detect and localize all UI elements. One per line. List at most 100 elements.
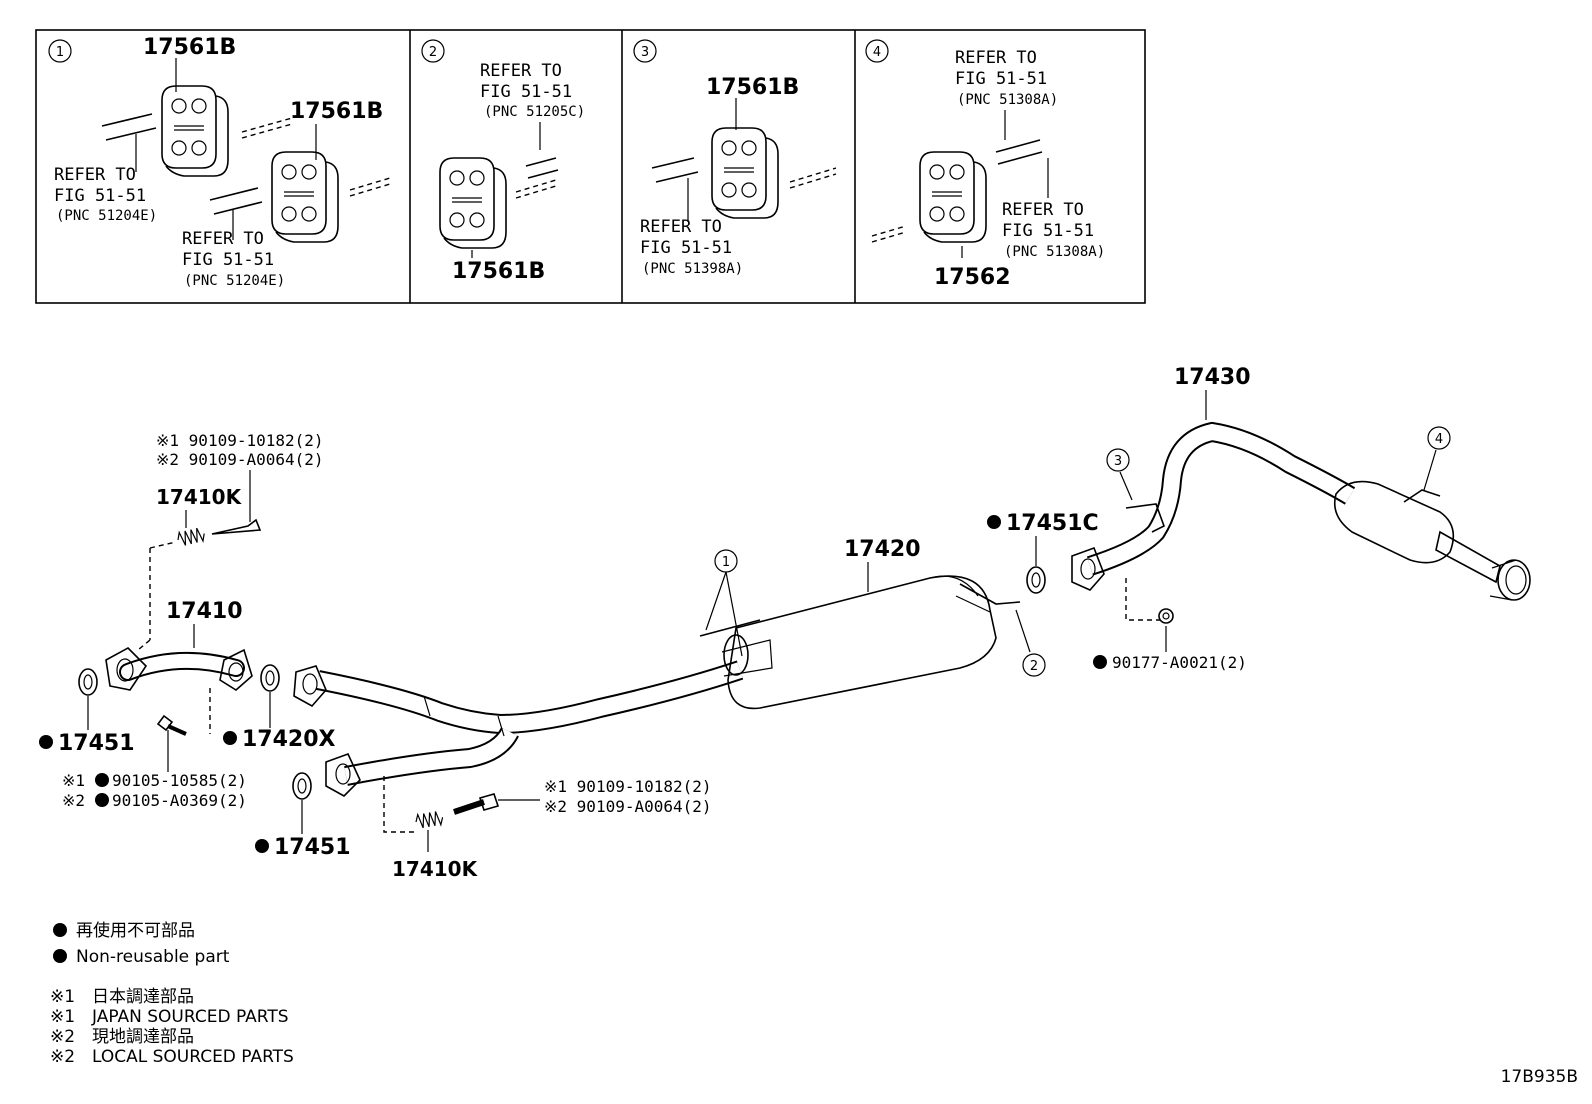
bolt-left-code1: ※1 (62, 771, 85, 790)
inset-4-ref2-line2: FIG 51-51 (1002, 221, 1094, 241)
gasket-lower-label: 17451 (274, 835, 351, 860)
nonreusable-dot (53, 949, 67, 963)
inset-1: 1 17561B 17561B REFER TO FIG 51-51 (PNC … (48, 35, 391, 289)
legend-note2-mark: ※2 (50, 1027, 75, 1047)
inset-2-part: 17561B (452, 259, 545, 284)
inset-4-ref2-line1: REFER TO (1002, 200, 1084, 220)
callout-4: 4 (1435, 432, 1443, 447)
bolt-top-code2: ※2 90109-A0064(2) (156, 450, 324, 469)
flange-icon (325, 752, 361, 797)
nonreusable-dot (39, 735, 53, 749)
inset-4-index-circle (865, 39, 889, 63)
gasket-mid-label: 17420X (242, 727, 336, 752)
bolt-left-code2-pn: 90105-A0369(2) (112, 791, 247, 810)
gasket-icon (292, 772, 312, 800)
nonreusable-dot (255, 839, 269, 853)
inset-1-ref1-line2: FIG 51-51 (54, 186, 146, 206)
nut-icon (1158, 608, 1174, 624)
gasket-icon (260, 664, 280, 692)
inset-3-part: 17561B (706, 75, 799, 100)
legend-note1-en: JAPAN SOURCED PARTS (91, 1007, 289, 1027)
center-muffler-label: 17420 (844, 537, 921, 562)
callout-1: 1 (722, 555, 730, 570)
inset-2-ref-line1: REFER TO (480, 61, 562, 81)
legend-note1-mark-en: ※1 (50, 1007, 75, 1027)
nonreusable-dot (223, 731, 237, 745)
inset-4: 4 REFER TO FIG 51-51 (PNC 51308A) 17562 … (865, 39, 1105, 290)
nonreusable-dot (1093, 655, 1107, 669)
inset-1-ref2-line1: REFER TO (182, 229, 264, 249)
legend-nonreusable-jp: 再使用不可部品 (76, 920, 195, 941)
nonreusable-dot (95, 793, 109, 807)
inset-3: 3 17561B REFER TO FIG 51-51 (PNC 51398A) (633, 39, 837, 277)
front-pipe-label: 17410 (166, 599, 243, 624)
legend: 再使用不可部品 Non-reusable part ※1 日本調達部品 ※1 J… (50, 920, 294, 1067)
nonreusable-dot (95, 773, 109, 787)
gasket-icon (1026, 566, 1046, 594)
legend-note1-jp: 日本調達部品 (92, 987, 194, 1007)
flange-icon (293, 665, 327, 708)
figure-id: 17B935B (1501, 1067, 1578, 1087)
tail-pipe-label: 17430 (1174, 365, 1251, 390)
inset-4-ref2-pnc: (PNC 51308A) (1004, 244, 1105, 260)
flange-icon (105, 647, 148, 691)
hanger-icon (711, 127, 779, 219)
inset-2-ref-line2: FIG 51-51 (480, 82, 572, 102)
legend-note2-en: LOCAL SOURCED PARTS (92, 1047, 294, 1067)
gasket-right-label: 17451C (1006, 511, 1099, 536)
inset-panel (35, 29, 1146, 304)
bolt-top-code1: ※1 90109-10182(2) (156, 431, 324, 450)
hanger-icon (271, 151, 339, 243)
tailpipe-tip-icon (1497, 559, 1531, 601)
catalytic-converter-icon (1333, 480, 1455, 564)
bolt-icon (156, 714, 174, 732)
bolt-bottom-code2: ※2 90109-A0064(2) (544, 797, 712, 816)
spring-top-label: 17410K (156, 485, 243, 509)
inset-3-ref-line2: FIG 51-51 (640, 238, 732, 258)
bolt-left-code2: ※2 (62, 791, 85, 810)
callout-4-circle (1427, 426, 1451, 450)
inset-2-index-circle (421, 39, 445, 63)
main-diagram: ※1 90109-10182(2) ※2 90109-A0064(2) 1741… (39, 365, 1531, 881)
callout-2-circle (1022, 653, 1046, 677)
inset-3-ref-line1: REFER TO (640, 217, 722, 237)
bolt-icon (211, 518, 262, 535)
muffler-icon (727, 575, 997, 710)
spring-bottom-label: 17410K (392, 857, 479, 881)
legend-note1-mark: ※1 (50, 987, 75, 1007)
spring-icon (414, 809, 445, 830)
inset-4-index: 4 (873, 45, 881, 60)
callout-2: 2 (1030, 659, 1038, 674)
callout-3-circle (1106, 448, 1130, 472)
inset-4-ref1-pnc: (PNC 51308A) (957, 92, 1058, 108)
inset-1-index: 1 (56, 45, 64, 60)
callout-3: 3 (1114, 454, 1122, 469)
inset-2: 2 REFER TO FIG 51-51 (PNC 51205C) 17561B (421, 39, 585, 284)
inset-1-part-a: 17561B (143, 35, 236, 60)
flange-icon (1071, 546, 1105, 591)
inset-1-index-circle (48, 39, 72, 63)
nonreusable-dot (53, 923, 67, 937)
legend-nonreusable-en: Non-reusable part (76, 947, 230, 967)
inset-1-ref2-line2: FIG 51-51 (182, 250, 274, 270)
bolt-bottom-code1: ※1 90109-10182(2) (544, 777, 712, 796)
bolt-icon (478, 793, 500, 811)
inset-1-ref1-pnc: (PNC 51204E) (56, 208, 157, 224)
inset-3-index-circle (633, 39, 657, 63)
inset-4-part: 17562 (934, 265, 1011, 290)
inset-2-index: 2 (429, 45, 437, 60)
hanger-icon (919, 151, 987, 243)
nut-right-label: 90177-A0021(2) (1112, 653, 1247, 672)
inset-4-ref1-line2: FIG 51-51 (955, 69, 1047, 89)
flange-icon (219, 648, 253, 691)
legend-note2-jp: 現地調達部品 (92, 1027, 194, 1047)
inset-1-ref1-line1: REFER TO (54, 165, 136, 185)
inset-2-ref-pnc: (PNC 51205C) (484, 104, 585, 120)
hanger-icon (161, 85, 229, 177)
spring-icon (175, 526, 207, 548)
bolt-left-code1-pn: 90105-10585(2) (112, 771, 247, 790)
inset-1-ref2-pnc: (PNC 51204E) (184, 273, 285, 289)
inset-3-index: 3 (641, 45, 649, 60)
